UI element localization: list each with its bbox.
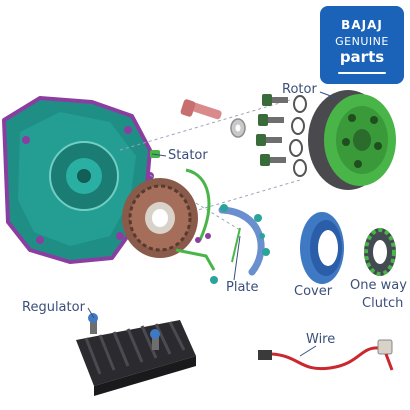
logo-parts: parts <box>339 48 385 66</box>
regulator-part <box>76 313 196 396</box>
bajaj-genuine-parts-logo: BAJAJ GENUINE parts <box>320 6 404 84</box>
logo-brand: BAJAJ <box>341 18 383 32</box>
one-way-clutch-part <box>364 228 396 276</box>
rotor-part <box>308 90 396 190</box>
center-bolt <box>180 99 246 138</box>
rotor-bolts <box>256 94 307 177</box>
label-cover: Cover <box>294 284 333 299</box>
casing-part <box>2 96 154 264</box>
plate-part <box>218 204 270 276</box>
leader-lines <box>87 91 337 357</box>
label-clutch-line1: One way <box>350 278 407 293</box>
logo-underline <box>338 72 386 74</box>
stator-part <box>122 150 218 284</box>
wire-part <box>258 339 394 371</box>
logo-genuine: GENUINE <box>335 35 389 48</box>
label-clutch-line2: Clutch <box>362 296 404 311</box>
label-wire: Wire <box>306 332 336 347</box>
cover-part <box>300 212 344 284</box>
label-plate: Plate <box>226 280 259 295</box>
label-stator: Stator <box>168 148 208 163</box>
label-regulator: Regulator <box>22 300 85 315</box>
label-rotor: Rotor <box>282 82 317 97</box>
